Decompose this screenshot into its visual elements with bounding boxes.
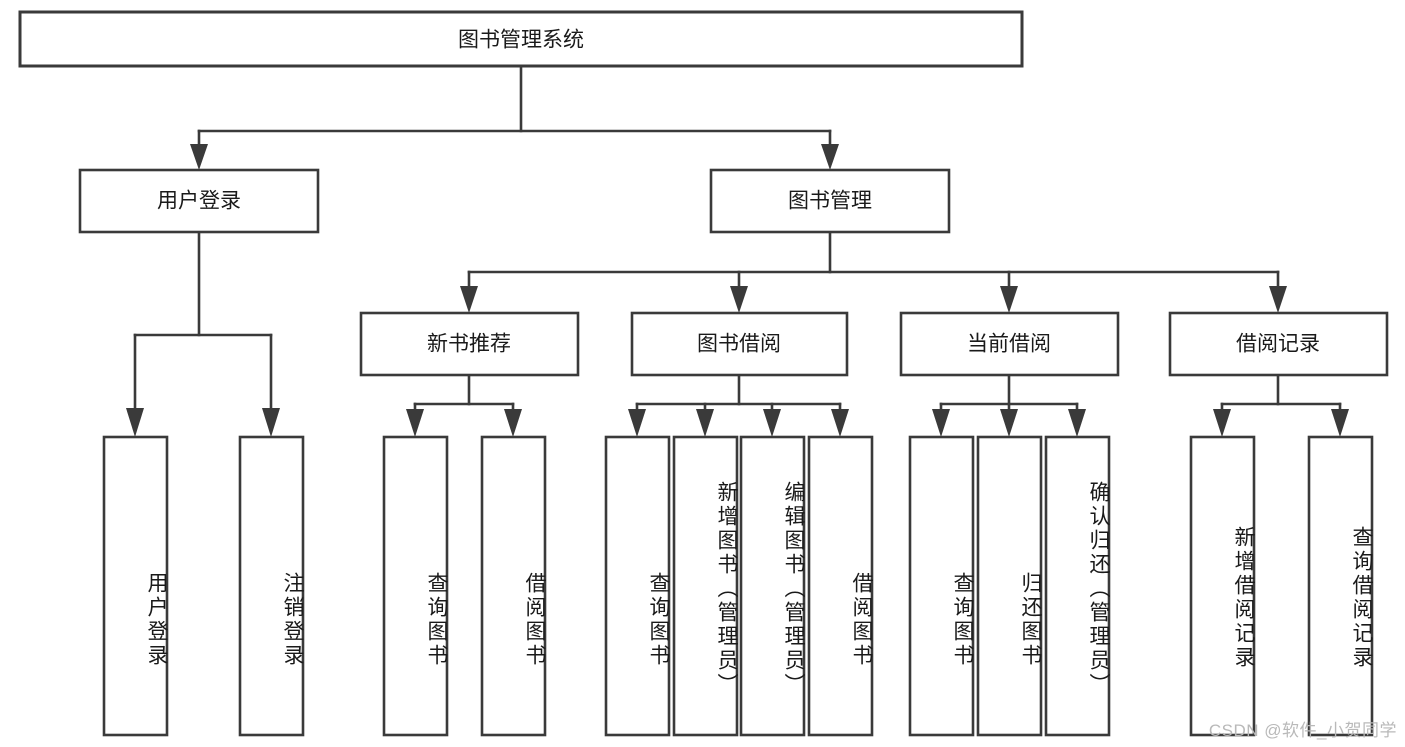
node-label-current-borrow: 当前借阅 — [967, 333, 1051, 356]
arrow-head-leaf-add-record — [1213, 409, 1231, 437]
arrow-head-leaf-borrow-book-1 — [504, 409, 522, 437]
node-box-leaf-query-book-2[interactable] — [604, 435, 671, 737]
node-label-root: 图书管理系统 — [458, 29, 584, 52]
node-box-leaf-return-book[interactable] — [976, 435, 1043, 737]
arrow-head-userlogin — [190, 144, 208, 170]
node-box-leaf-query-book-1[interactable] — [382, 435, 449, 737]
node-label-book-management: 图书管理 — [788, 190, 872, 213]
arrow-head-bookborrow — [730, 286, 748, 313]
node-box-leaf-add-book[interactable] — [672, 435, 739, 737]
arrow-head-leaf-query-book-1 — [406, 409, 424, 437]
arrow-head-leaf-query-record — [1331, 409, 1349, 437]
node-box-new-book-recommend[interactable] — [359, 311, 580, 377]
node-label-borrow-record: 借阅记录 — [1236, 333, 1320, 356]
connector-group-bookmgmt — [460, 230, 1287, 313]
node-box-leaf-add-record[interactable] — [1189, 435, 1256, 737]
node-box-book-borrow[interactable] — [630, 311, 849, 377]
node-box-leaf-query-book-3[interactable] — [908, 435, 975, 737]
arrow-head-currentborrow — [1000, 286, 1018, 313]
arrow-head-leaf-logout — [262, 408, 280, 437]
connector-group-userlogin — [126, 230, 280, 437]
node-box-leaf-user-login[interactable] — [102, 435, 169, 737]
node-box-root[interactable] — [18, 10, 1024, 68]
arrow-head-leaf-user-login — [126, 408, 144, 437]
connector-group-root — [190, 64, 839, 170]
connector-group-bookborrow — [628, 373, 849, 437]
arrow-head-bookmgmt — [821, 144, 839, 170]
node-label-new-book-recommend: 新书推荐 — [427, 333, 511, 356]
arrow-head-leaf-return-book — [1000, 409, 1018, 437]
node-box-leaf-borrow-book-2[interactable] — [807, 435, 874, 737]
node-box-user-login[interactable] — [78, 168, 320, 234]
connector-group-currentborrow — [932, 373, 1086, 437]
arrow-head-leaf-add-book — [696, 409, 714, 437]
node-box-leaf-logout[interactable] — [238, 435, 305, 737]
arrow-head-newbook — [460, 286, 478, 313]
node-label-book-borrow: 图书借阅 — [697, 333, 781, 356]
node-box-current-borrow[interactable] — [899, 311, 1120, 377]
arrow-head-leaf-confirm-return — [1068, 409, 1086, 437]
arrow-head-borrowrecord — [1269, 286, 1287, 313]
node-box-book-management[interactable] — [709, 168, 951, 234]
connector-group-newbook — [406, 373, 522, 437]
arrow-head-leaf-query-book-2 — [628, 409, 646, 437]
arrow-head-leaf-edit-book — [763, 409, 781, 437]
node-label-user-login: 用户登录 — [157, 190, 241, 213]
node-box-leaf-borrow-book-1[interactable] — [480, 435, 547, 737]
arrow-head-leaf-borrow-book-2 — [831, 409, 849, 437]
node-box-borrow-record[interactable] — [1168, 311, 1389, 377]
node-box-leaf-confirm-return[interactable] — [1044, 435, 1111, 737]
arrow-head-leaf-query-book-3 — [932, 409, 950, 437]
watermark: CSDN @软件_小贺同学 — [1208, 721, 1397, 740]
connector-group-borrowrecord — [1213, 373, 1349, 437]
node-box-leaf-edit-book[interactable] — [739, 435, 806, 737]
node-box-leaf-query-record[interactable] — [1307, 435, 1374, 737]
